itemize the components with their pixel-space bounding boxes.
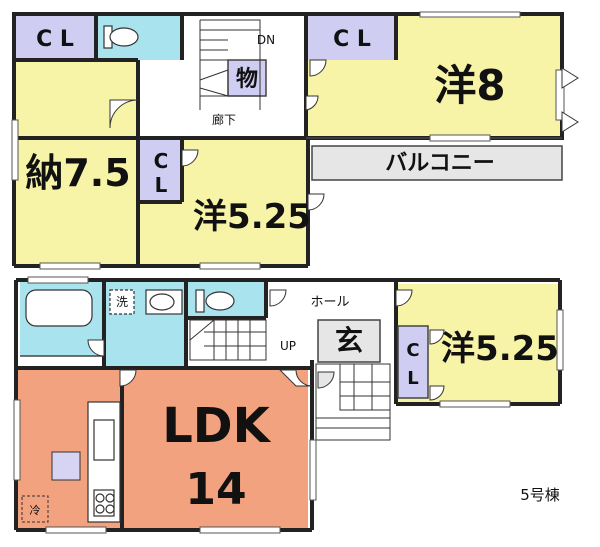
ldk-room [18, 370, 308, 530]
washbasin-icon [109, 289, 183, 315]
cl-top-right-label: C L [333, 27, 371, 52]
first-floor [13, 276, 564, 534]
up-label: UP [280, 339, 296, 353]
cl-lower-label-l: L [407, 368, 418, 389]
building-label: 5号棟 [520, 486, 560, 504]
cl-lower-label-c: C [406, 340, 419, 361]
cl-middle-label-l: L [155, 173, 168, 197]
toilet-icon-lower [195, 289, 235, 313]
corridor-label: 廊下 [212, 112, 236, 127]
ldk-size-label: 14 [185, 464, 246, 515]
toilet-icon-upper [103, 25, 139, 49]
mono-storage-label: 物 [236, 66, 258, 92]
cl-top-left-closet [14, 14, 96, 60]
wash-label: 洗 [116, 295, 128, 309]
dn-label: DN [257, 33, 275, 47]
bathtub-icon [25, 289, 93, 327]
balcony [312, 146, 562, 180]
western-5-25-lower-label: 洋5.25 [441, 329, 559, 369]
stair-lines-upper [199, 19, 261, 110]
storage-7-5-label: 納7.5 [25, 151, 130, 195]
fridge-box [21, 495, 49, 523]
western-8-label: 洋8 [434, 61, 505, 110]
stair-lines-lower [189, 319, 267, 361]
ldk-label: LDK [162, 398, 271, 454]
cl-lower-overlay [398, 326, 428, 398]
kitchen-counter [87, 401, 121, 523]
genkan-box [318, 320, 380, 362]
entrance-porch [315, 363, 391, 441]
western-5-25-upper-label: 洋5.25 [193, 197, 311, 237]
cl-top-right-closet-overlay [306, 14, 396, 60]
cl-middle-closet-overlay [140, 140, 182, 202]
cl-top-left-label: C L [36, 27, 74, 52]
second-floor [11, 11, 579, 270]
table-box [51, 451, 81, 481]
hall-label: ホール [310, 295, 349, 310]
genkan-label: 玄 [335, 324, 363, 357]
storage-7-5-room [14, 60, 138, 266]
cl-middle-label-c: C [154, 149, 169, 173]
fridge-label: 冷 [30, 504, 41, 517]
balcony-label: バルコニー [385, 151, 495, 176]
